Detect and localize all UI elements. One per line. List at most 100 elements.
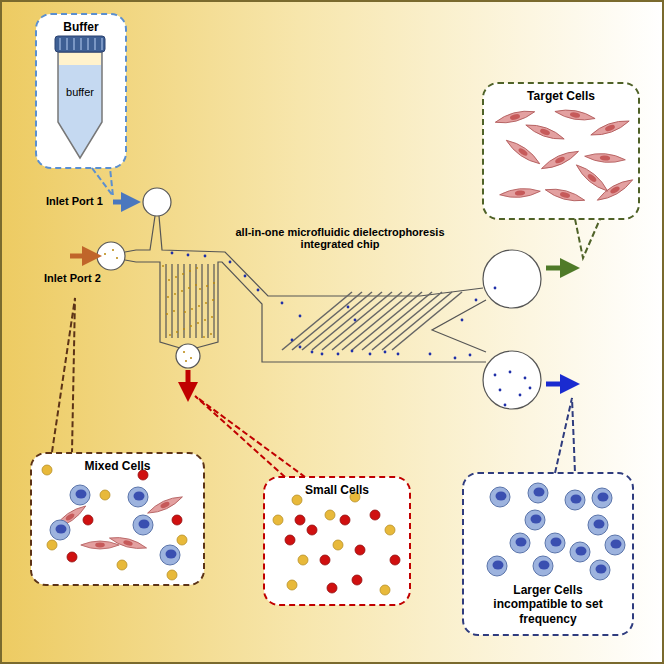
small-cell — [47, 540, 57, 550]
particle — [168, 279, 170, 281]
small-cell — [340, 515, 350, 525]
large-cell — [565, 490, 585, 510]
particle — [169, 334, 171, 336]
particle — [181, 290, 183, 292]
particle — [171, 252, 174, 255]
particle — [162, 265, 164, 267]
small-cell — [42, 465, 52, 475]
target-cell — [544, 186, 586, 205]
callout-pointer — [555, 398, 575, 473]
large-cell — [510, 533, 530, 553]
small-cell — [325, 510, 335, 520]
small-cell — [390, 555, 400, 565]
particle — [212, 299, 214, 301]
particle — [311, 351, 314, 354]
callout-box: Mixed Cells — [30, 452, 205, 586]
particle — [189, 270, 191, 272]
small-cell — [67, 552, 77, 562]
large-cell — [528, 483, 548, 503]
particle — [299, 315, 302, 318]
callout-title: Mixed Cells — [78, 454, 156, 473]
callout-box: Target Cells — [482, 82, 640, 220]
small-cell — [273, 515, 283, 525]
particle — [494, 374, 497, 377]
target-cell — [146, 493, 184, 516]
small-cell — [307, 525, 317, 535]
particle — [211, 316, 213, 318]
particle — [351, 350, 354, 353]
tube-label: buffer — [58, 86, 102, 98]
callout-ground — [483, 83, 639, 219]
callout-pointer — [52, 298, 75, 452]
particle — [475, 299, 478, 302]
particle — [206, 285, 208, 287]
small-cell — [352, 575, 362, 585]
large-cell — [133, 515, 153, 535]
particle — [529, 387, 532, 390]
target-cell — [584, 152, 625, 164]
particle — [321, 353, 324, 356]
particle — [397, 353, 400, 356]
particle — [191, 308, 193, 310]
particle — [197, 322, 199, 324]
callout-pointer — [92, 168, 113, 196]
large-cell — [570, 542, 590, 562]
large-cell — [487, 556, 507, 576]
particle — [199, 288, 201, 290]
callout-title: Small Cells — [299, 478, 375, 497]
particle — [166, 313, 168, 315]
target-cell — [589, 117, 630, 139]
small-cell — [370, 510, 380, 520]
callout-ground — [463, 473, 633, 635]
callout-title: Buffer — [57, 15, 104, 34]
callout-box: Small Cells — [263, 476, 411, 606]
particle — [244, 275, 247, 278]
particle — [504, 404, 507, 407]
large-cell — [490, 487, 510, 507]
particle — [509, 371, 512, 374]
particle — [184, 311, 186, 313]
particle — [494, 287, 497, 290]
particle — [281, 302, 284, 305]
particle — [299, 346, 302, 349]
small-cell — [355, 545, 365, 555]
particle — [204, 255, 207, 258]
small-cell — [327, 583, 337, 593]
large-cell — [590, 560, 610, 580]
small-cell — [100, 490, 110, 500]
callout-ground — [264, 477, 410, 605]
small-cell — [333, 540, 343, 550]
small-cell — [298, 555, 308, 565]
small-cell — [320, 555, 330, 565]
buffer-tube — [55, 36, 105, 158]
particle — [190, 325, 192, 327]
particle — [176, 331, 178, 333]
particle — [198, 305, 200, 307]
callout-title: Target Cells — [521, 84, 601, 103]
large-cell — [160, 545, 180, 565]
particle — [519, 394, 522, 397]
callout-box: Larger Cells incompatible to set frequen… — [462, 472, 634, 636]
particle — [229, 261, 232, 264]
large-cell — [128, 487, 148, 507]
small-cell — [285, 535, 295, 545]
particle — [469, 354, 472, 357]
target-cell — [554, 107, 596, 122]
particle — [204, 319, 206, 321]
callout-pointer — [195, 396, 305, 477]
particle — [188, 287, 190, 289]
particle — [213, 282, 215, 284]
large-cell — [545, 533, 565, 553]
small-cell — [167, 570, 177, 580]
particle — [337, 353, 340, 356]
target-cell — [595, 176, 635, 204]
particle — [183, 328, 185, 330]
large-cell — [592, 488, 612, 508]
small-cell — [295, 515, 305, 525]
particle — [205, 302, 207, 304]
particle — [187, 254, 190, 257]
particle — [354, 319, 357, 322]
small-cell — [177, 535, 187, 545]
flow-arrows — [70, 202, 570, 392]
target-cell — [499, 187, 540, 199]
